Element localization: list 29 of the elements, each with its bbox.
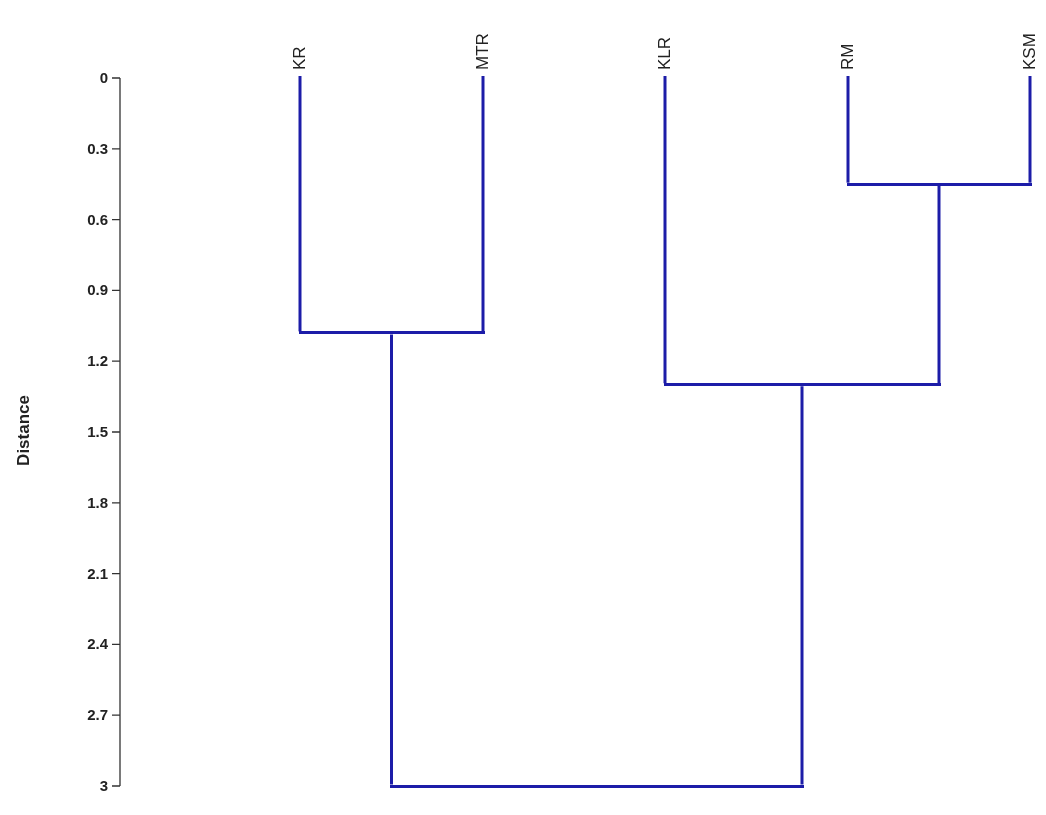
dendrogram-branch [846, 182, 1032, 186]
branch-line [298, 76, 302, 332]
axis-title: Distance [14, 395, 34, 466]
tick-label: 2.7 [86, 706, 108, 725]
tick-label: 0.9 [86, 281, 108, 300]
branch-line [481, 76, 485, 332]
tick-label: 3 [98, 777, 108, 795]
tick-label: 2.4 [86, 635, 108, 654]
leaf-label: KR [290, 6, 310, 70]
branch-line [937, 185, 941, 384]
branch-line [846, 76, 850, 183]
leaf-label: MTR [473, 6, 493, 70]
leaf-label: KSM [1020, 6, 1040, 70]
tick-label: 2.1 [86, 564, 108, 583]
dendrogram-branch [298, 331, 485, 335]
tick-label: 0.3 [86, 139, 108, 158]
leaf-label: KLR [655, 6, 675, 70]
dendrogram-branch [663, 383, 941, 387]
branch-line [800, 386, 804, 785]
tick-label: 0 [98, 69, 108, 87]
dendrogram-branch [390, 784, 804, 788]
tick-label: 1.8 [86, 493, 108, 512]
branch-line [663, 76, 667, 384]
tick-label: 0.6 [86, 210, 108, 229]
tick-label: 1.2 [86, 352, 108, 371]
branch-line [1028, 76, 1032, 183]
branch-line [390, 334, 393, 785]
leaf-label: RM [838, 6, 858, 70]
tick-label: 1.5 [86, 423, 108, 441]
